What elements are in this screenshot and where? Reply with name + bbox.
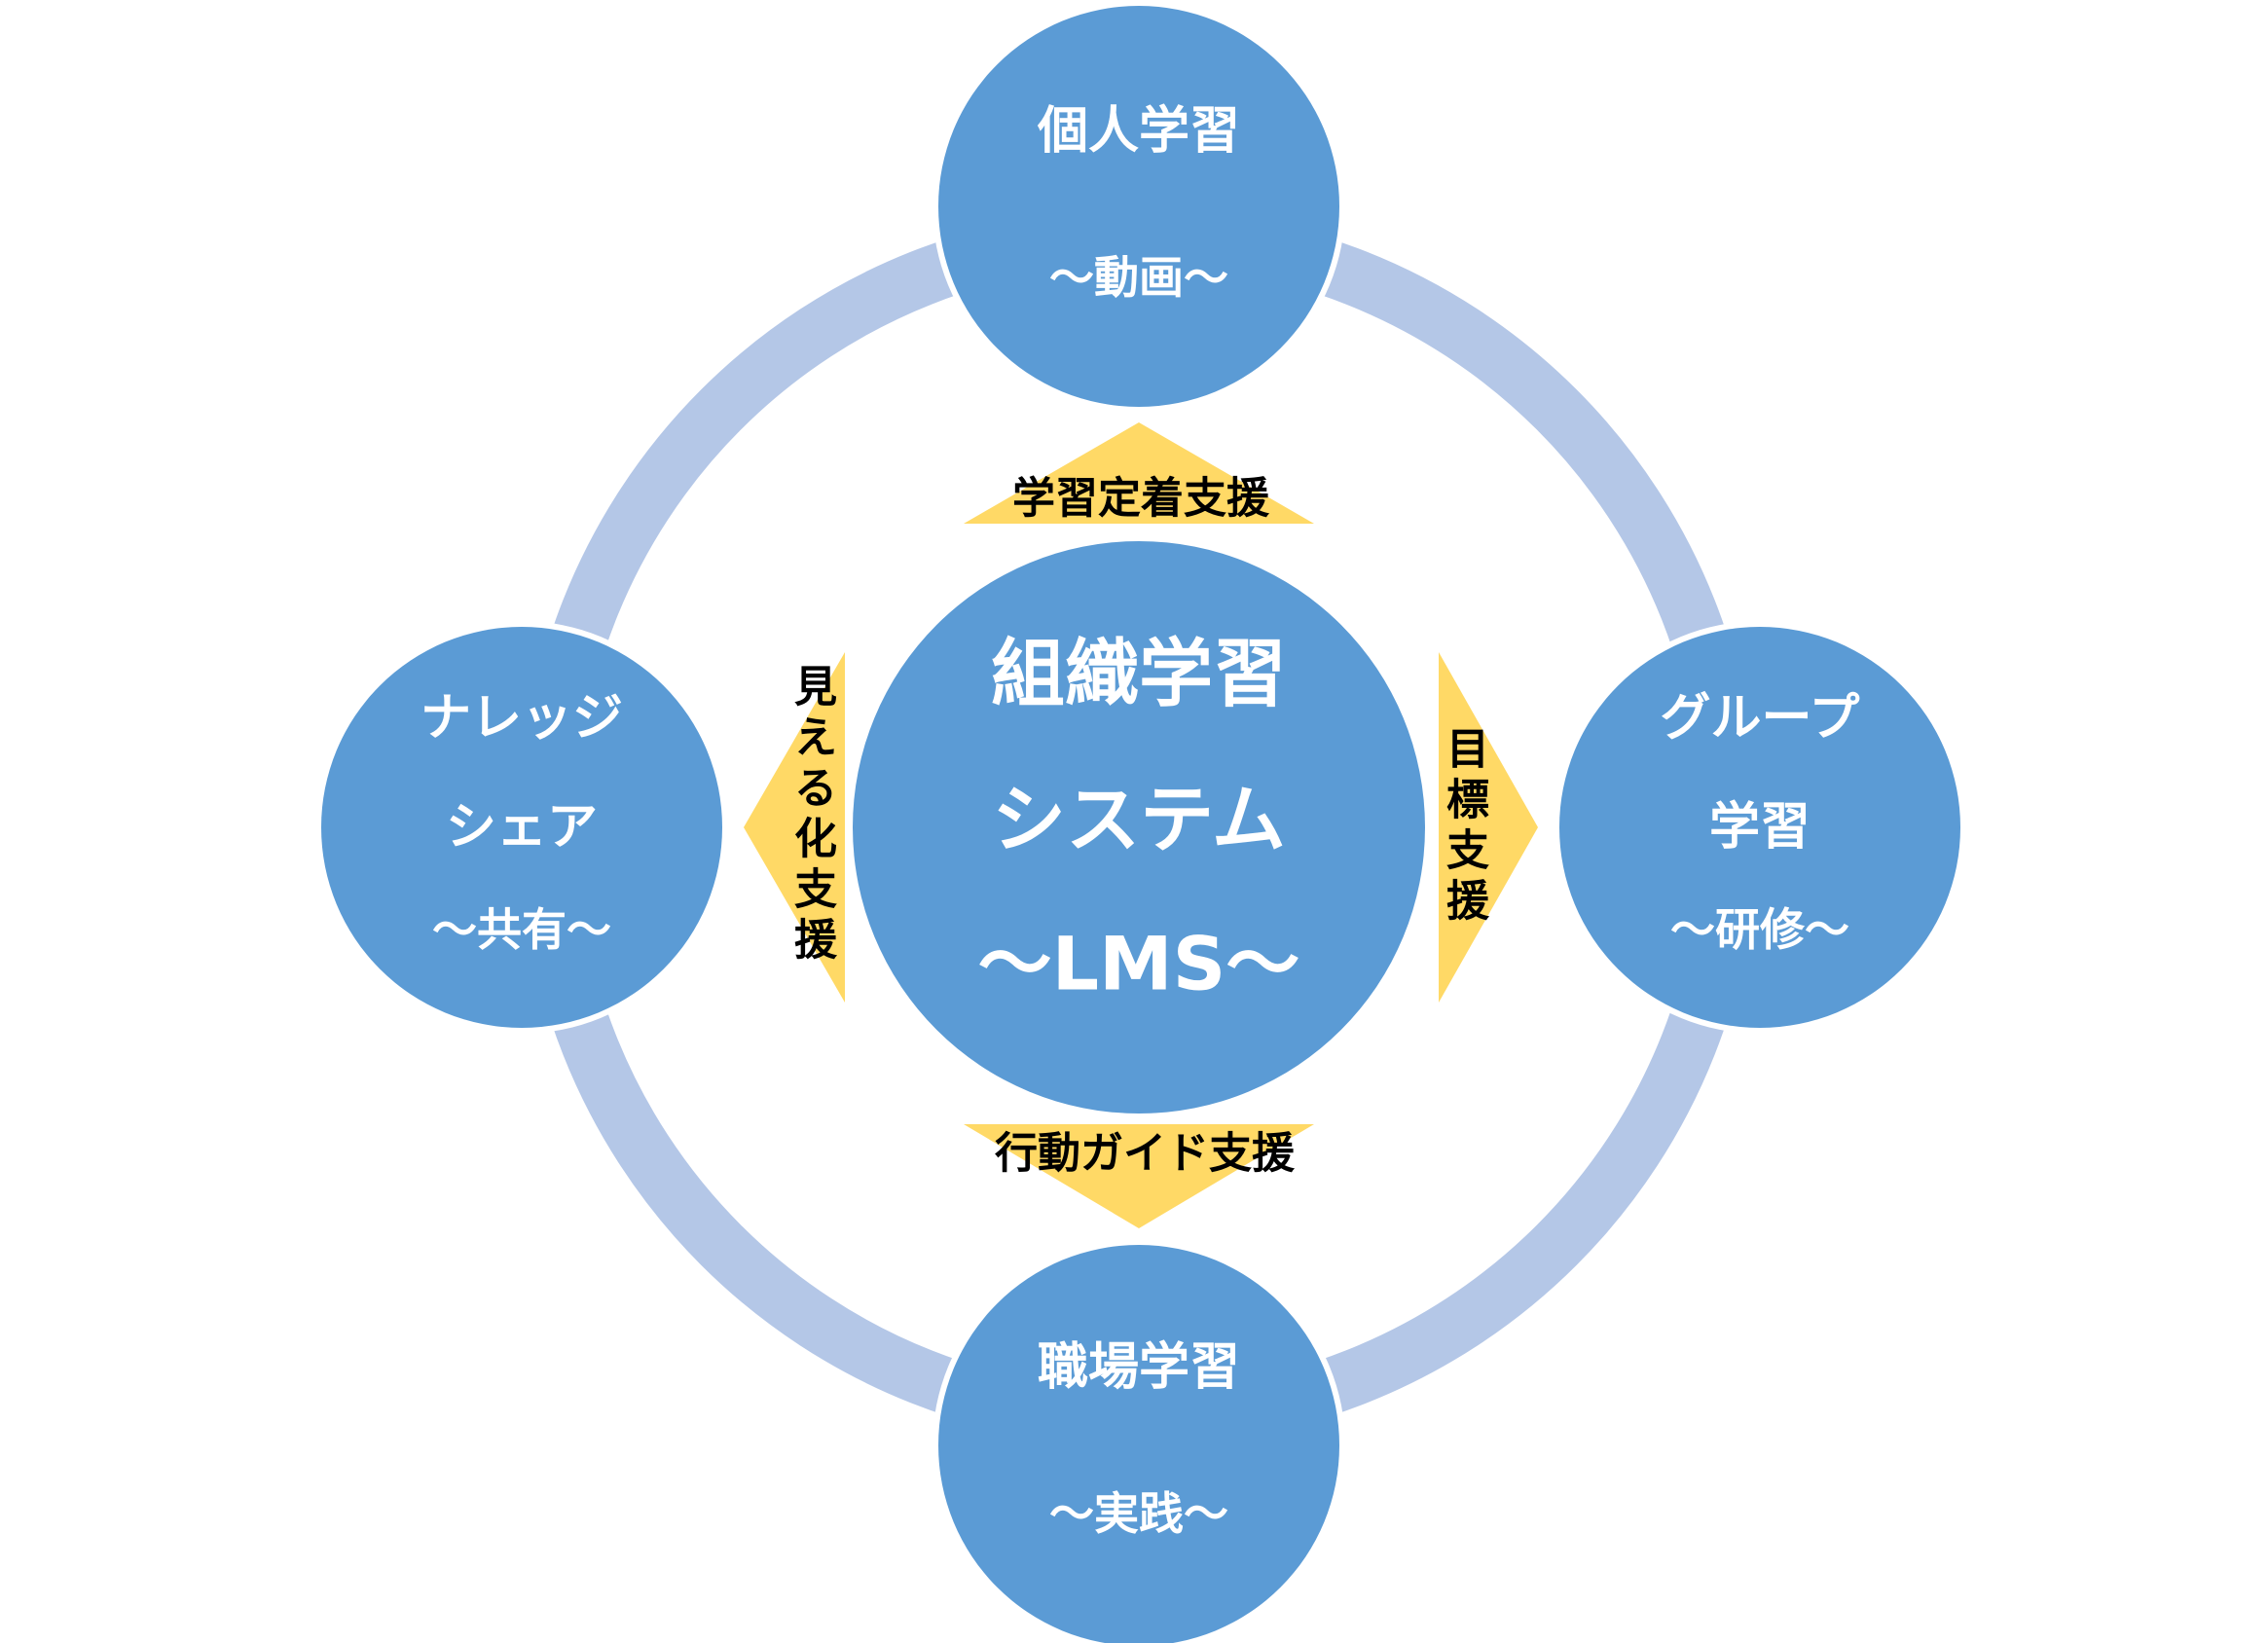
left-arrow-label-char: 支 [794,865,837,915]
right-arrow-label-char: 標 [1446,776,1489,825]
left-node-title-line1: ナレッジ [421,689,623,748]
left-arrow-label-char: 援 [794,916,838,966]
left-arrow-label-char: 見 [794,663,837,712]
down-arrow [964,1124,1314,1228]
left-node-title-line2: シェア [446,798,598,857]
left-arrow [744,652,845,1003]
top-node-circle [938,6,1339,407]
right-arrow-label-char: 支 [1446,826,1489,876]
bottom-node-title: 職場学習 [1038,1338,1240,1397]
left-arrow-label-char: る [794,764,837,814]
left-arrow-label-char: 化 [794,815,837,864]
bottom-node-sub: ～実践～ [1049,1487,1228,1540]
right-node-title-line2: 学習 [1709,798,1811,857]
center-circle [853,541,1425,1114]
left-node-circle [321,627,722,1028]
left-arrow-label-char: え [794,713,837,763]
right-arrow-label-char: 援 [1446,877,1490,927]
right-node-sub: ～研修～ [1670,903,1849,956]
right-node-title-line1: グループ [1661,689,1860,748]
right-arrow [1439,652,1538,1003]
center-title-line1: 組織学習 [991,631,1287,717]
bottom-node-circle [938,1245,1339,1643]
center-title-line2: システム [992,777,1286,863]
right-arrow-label-char: 目 [1446,725,1489,775]
center-title-line3: ～LMS～ [978,921,1300,1007]
top-node-title: 個人学習 [1037,102,1240,161]
right-node-circle [1559,627,1960,1028]
down-arrow-label: 行動ガイド支援 [995,1129,1296,1179]
left-node-sub: ～共有～ [432,903,611,956]
up-arrow-label: 学習定着支援 [1012,474,1270,524]
up-arrow [964,422,1314,524]
top-node-sub: ～動画～ [1049,251,1228,304]
